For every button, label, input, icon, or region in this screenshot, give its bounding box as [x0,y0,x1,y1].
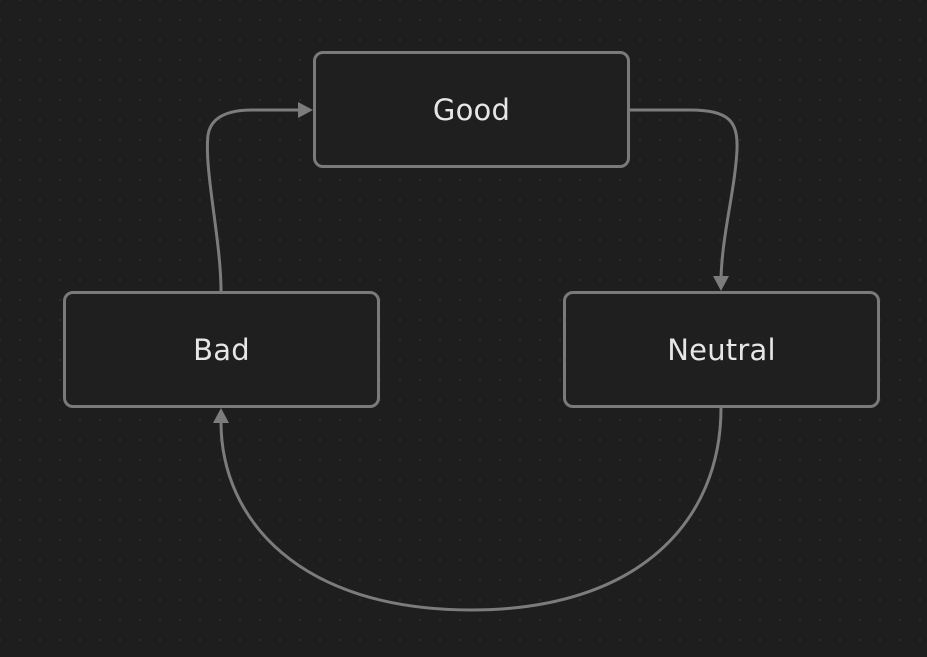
node-good[interactable]: Good [313,51,630,168]
arrowhead-neutral [713,276,729,291]
node-neutral[interactable]: Neutral [563,291,880,408]
node-bad-label: Bad [193,332,250,367]
node-neutral-label: Neutral [667,332,776,367]
edge-bad-to-good[interactable] [205,108,304,292]
arrowhead-bad [213,408,229,423]
arrowhead-good [298,102,313,118]
edge-good-to-neutral[interactable] [630,108,739,280]
edge-neutral-to-bad[interactable] [219,407,723,612]
node-bad[interactable]: Bad [63,291,380,408]
node-good-label: Good [432,92,511,127]
